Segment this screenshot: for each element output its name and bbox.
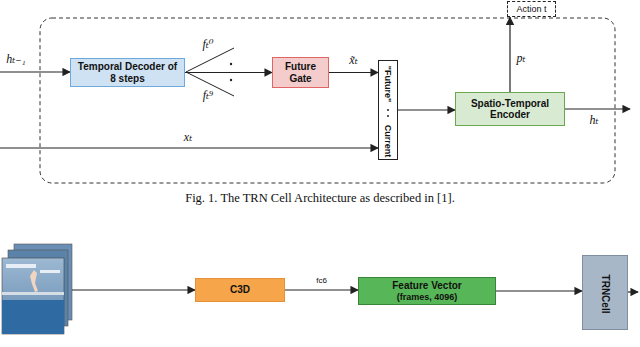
- node-text: Current: [383, 124, 393, 157]
- figure-caption: Fig. 1. The TRN Cell Architecture as des…: [0, 191, 640, 206]
- node-text: Temporal Decoder of 8 steps: [75, 61, 180, 84]
- signal-label: xₜ: [184, 131, 192, 144]
- node-text: "Future": [383, 65, 393, 102]
- fan-dot: [230, 63, 232, 65]
- ellipsis-dot: [387, 109, 389, 111]
- gate-box: Future Gate: [272, 57, 329, 88]
- edge-label: x̃ₜ: [349, 54, 357, 67]
- node-text: TRNCell: [599, 274, 611, 313]
- frames-arrow: [72, 289, 195, 290]
- decoder-box: Temporal Decoder of 8 steps: [70, 58, 185, 87]
- output-arrow: [628, 291, 638, 292]
- node-text: Spatio-Temporal Encoder: [460, 98, 560, 121]
- concat-box: "Future" Current: [378, 60, 398, 160]
- hidden-input-arrow: [0, 71, 70, 72]
- feature-box: Feature Vector(frames, 4096): [358, 277, 496, 305]
- action-box: Action t: [507, 1, 556, 17]
- connector-arrow: [398, 109, 455, 110]
- fan-dot: [230, 79, 232, 81]
- feature-input-arrow: [0, 147, 378, 148]
- signal-label: fₜ⁰: [202, 38, 213, 51]
- node-text: Future Gate: [277, 61, 324, 84]
- encoder-box: Spatio-Temporal Encoder: [455, 92, 565, 126]
- c3d-box: C3D: [195, 278, 285, 302]
- connector-arrow: [496, 290, 582, 291]
- edge-label: fc6: [316, 277, 327, 286]
- trncell-box: TRNCell: [582, 255, 628, 330]
- edge-label: pₜ: [517, 52, 526, 65]
- node-text: Feature Vector: [392, 280, 461, 292]
- cell-boundary: [40, 18, 615, 183]
- connector-arrow: [509, 17, 510, 92]
- hidden-output-arrow: [565, 108, 630, 109]
- connector-arrow: [185, 72, 272, 73]
- node-text: Action t: [516, 4, 546, 14]
- signal-label: hₜ: [590, 114, 599, 127]
- connector-arrow: [329, 72, 378, 73]
- signal-label: hₜ₋₁: [6, 53, 25, 66]
- ellipsis-dot: [387, 115, 389, 117]
- node-text: (frames, 4096): [397, 292, 458, 302]
- connector-arrow: [285, 289, 358, 290]
- video-frames: [2, 244, 72, 334]
- node-text: C3D: [230, 284, 250, 296]
- signal-label: fₜ⁹: [203, 89, 213, 102]
